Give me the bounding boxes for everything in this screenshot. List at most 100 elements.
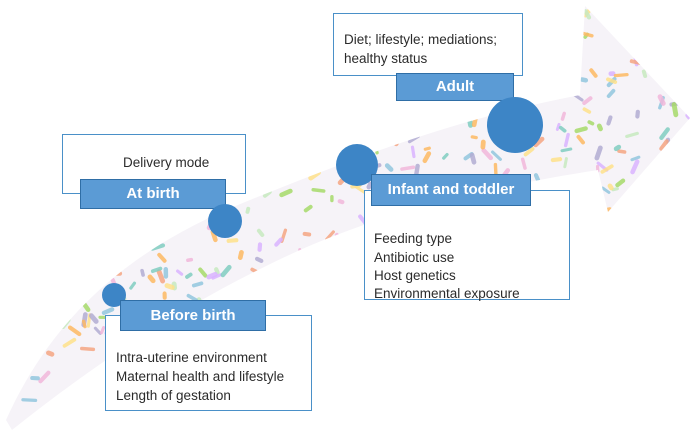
bacteria-pill [537, 433, 548, 439]
bacteria-pill [568, 44, 575, 54]
bacteria-pill [373, 435, 387, 440]
bacteria-pill [668, 43, 680, 49]
bacteria-pill [615, 178, 626, 188]
bacteria-pill [684, 31, 690, 41]
bacteria-pill [426, 371, 442, 380]
bacteria-pill [442, 388, 452, 403]
bacteria-pill [632, 229, 640, 244]
bacteria-pill [650, 330, 658, 341]
bacteria-pill [593, 229, 605, 235]
bacteria-pill [686, 177, 690, 192]
bacteria-pill [333, 111, 349, 117]
bacteria-pill [150, 243, 166, 251]
infant-note-3: Host genetics [374, 268, 456, 283]
bacteria-pill [129, 245, 140, 258]
bacteria-pill [302, 159, 310, 166]
bacteria-pill [126, 42, 136, 53]
bacteria-pill [410, 145, 416, 159]
bacteria-pill [470, 135, 478, 140]
bacteria-pill [395, 347, 401, 356]
bacteria-pill [79, 418, 88, 425]
bacteria-pill [459, 322, 470, 334]
bacteria-pill [630, 349, 638, 356]
bacteria-pill [6, 207, 7, 215]
bacteria-pill [608, 71, 616, 77]
bacteria-pill [327, 248, 341, 253]
bacteria-pill [395, 370, 408, 378]
bacteria-pill [123, 100, 133, 113]
bacteria-pill [663, 383, 676, 390]
bacteria-pill [129, 281, 137, 290]
bacteria-pill [537, 420, 548, 430]
bacteria-pill [394, 365, 400, 376]
bacteria-pill [15, 7, 28, 20]
bacteria-pill [495, 401, 500, 414]
bacteria-pill [25, 312, 33, 319]
bacteria-pill [10, 68, 18, 79]
bacteria-pill [489, 335, 503, 344]
bacteria-pill [256, 228, 265, 237]
bacteria-pill [301, 75, 310, 79]
bacteria-pill [30, 314, 38, 321]
bacteria-pill [298, 426, 314, 430]
bacteria-pill [87, 73, 98, 86]
bacteria-pill [6, 164, 13, 171]
bacteria-pill [110, 35, 115, 48]
bacteria-pill [6, 324, 15, 334]
bacteria-pill [274, 237, 283, 247]
bacteria-pill [384, 360, 393, 369]
bacteria-pill [579, 77, 589, 83]
bacteria-pill [49, 26, 57, 36]
bacteria-pill [187, 11, 200, 22]
bacteria-pill [103, 260, 108, 273]
bacteria-pill [635, 109, 640, 119]
bacteria-pill [97, 87, 105, 99]
bacteria-pill [421, 408, 433, 419]
bacteria-pill [7, 231, 22, 241]
bacteria-pill [562, 299, 573, 306]
bacteria-pill [147, 239, 160, 245]
bacteria-pill [202, 50, 208, 59]
bacteria-pill [270, 306, 280, 312]
bacteria-pill [347, 128, 361, 137]
bacteria-pill [606, 88, 616, 99]
bacteria-pill [533, 136, 545, 148]
bacteria-pill [162, 291, 167, 300]
bacteria-pill [333, 355, 342, 363]
bacteria-pill [334, 232, 344, 245]
bacteria-pill [690, 359, 698, 371]
bacteria-pill [562, 339, 579, 345]
bacteria-pill [310, 111, 316, 127]
bacteria-pill [176, 269, 184, 276]
bacteria-pill [455, 6, 461, 7]
bacteria-pill [582, 96, 593, 106]
bacteria-pill [515, 83, 522, 95]
bacteria-pill [560, 111, 566, 121]
bacteria-pill [19, 274, 25, 290]
bacteria-pill [12, 73, 24, 82]
infant-notes-box [364, 190, 570, 300]
bacteria-pill [583, 9, 592, 20]
bacteria-pill [670, 344, 682, 359]
bacteria-pill [260, 38, 272, 42]
bacteria-pill [658, 418, 668, 426]
bacteria-pill [186, 293, 198, 302]
bacteria-pill [520, 157, 527, 170]
bacteria-pill [664, 268, 668, 284]
bacteria-pill [559, 429, 572, 430]
bacteria-pill [21, 398, 38, 403]
bacteria-pill [462, 104, 471, 113]
bacteria-pill [125, 93, 133, 100]
bacteria-pill [373, 424, 378, 430]
bacteria-pill [558, 310, 567, 317]
bacteria-pill [686, 306, 690, 313]
bacteria-pill [270, 148, 278, 158]
bacteria-pill [540, 400, 547, 409]
bacteria-pill [598, 423, 607, 430]
bacteria-pill [83, 375, 99, 385]
bacteria-pill [317, 26, 328, 34]
bacteria-pill [6, 136, 7, 142]
bacteria-pill [618, 330, 625, 338]
bacteria-pill [313, 402, 320, 410]
bacteria-pill [55, 6, 64, 9]
